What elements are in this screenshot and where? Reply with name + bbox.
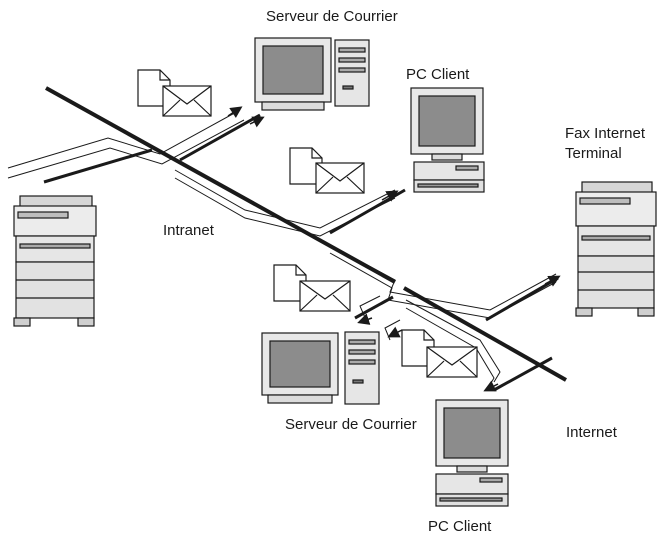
fax-terminal-label-line2: Terminal [565, 145, 622, 162]
fax-terminal-label-line1: Fax Internet [565, 125, 646, 142]
pc-client-top-icon [410, 87, 485, 193]
mail-server-top-label: Serveur de Courrier [266, 8, 398, 25]
mail-server-top-icon [254, 37, 370, 111]
mail-message-4 [401, 329, 478, 378]
pc-client-bottom-label: PC Client [428, 518, 492, 535]
mail-message-2 [289, 147, 365, 194]
pc-client-top-label: PC Client [406, 66, 470, 83]
mail-server-top-link [179, 113, 261, 162]
mail-message-1 [137, 69, 212, 117]
envelope-icon [426, 346, 478, 378]
envelope-icon [299, 280, 351, 312]
multifunction-printer-icon [13, 195, 97, 327]
fax-terminal-link [485, 276, 559, 322]
envelope-icon [162, 85, 212, 117]
flow-arrows [227, 106, 561, 392]
printer-link [43, 148, 153, 184]
mail-message-3 [273, 264, 351, 312]
intranet-label: Intranet [163, 222, 214, 239]
fax-terminal-icon [575, 181, 657, 317]
intranet-backbone [45, 86, 396, 284]
pc-client-bottom-icon [435, 399, 509, 507]
internet-label: Internet [566, 424, 617, 441]
mail-server-bottom-icon [261, 331, 380, 405]
pc-client-bottom-link [493, 356, 553, 392]
mail-server-bottom-label: Serveur de Courrier [285, 416, 417, 433]
envelope-icon [315, 162, 365, 194]
